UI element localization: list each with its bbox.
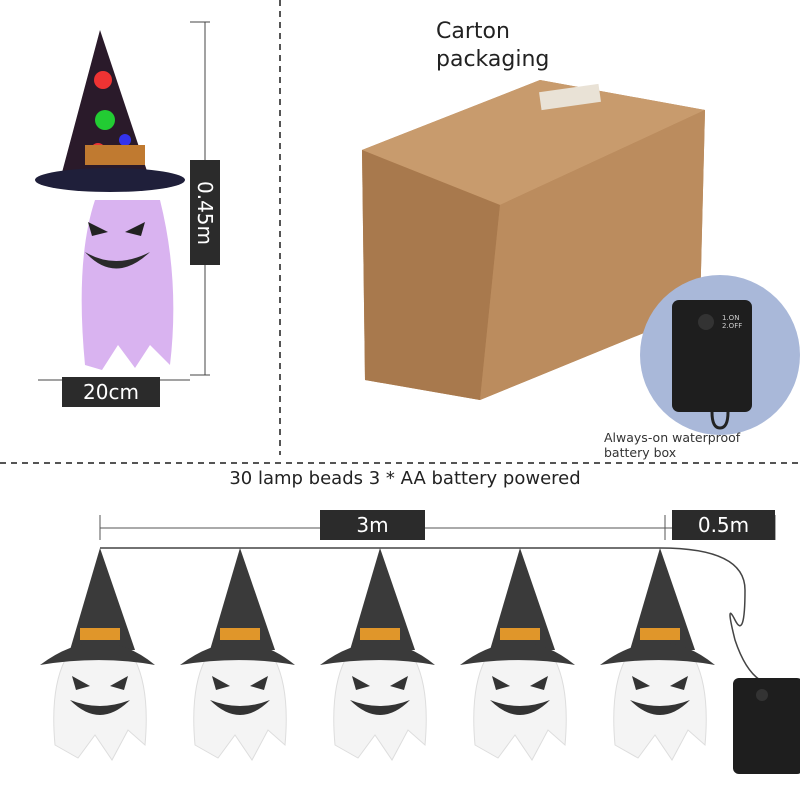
- lit-ghost-lamp: [35, 30, 185, 370]
- ghost-lamp: [600, 548, 715, 761]
- length-lead-label: 0.5m: [672, 510, 775, 540]
- battery-box-icon: [672, 300, 752, 430]
- switch-label-on: 1.ON: [722, 314, 739, 322]
- battery-caption: Always-on waterproof battery box: [604, 430, 741, 460]
- length-main-label: 3m: [320, 510, 425, 540]
- switch-label-off: 2.OFF: [722, 322, 742, 330]
- width-label: 20cm: [62, 377, 160, 407]
- ghost-lamp: [40, 548, 155, 761]
- carton-title: Carton packaging: [436, 19, 550, 72]
- height-label: 0.45m: [190, 160, 220, 265]
- ghost-lamp: [180, 548, 295, 761]
- ghost-lamp: [460, 548, 575, 761]
- bottom-battery-box-icon: [733, 678, 800, 774]
- beads-heading: 30 lamp beads 3 * AA battery powered: [229, 468, 581, 489]
- string-wire: [100, 547, 761, 681]
- ghost-lamp: [320, 548, 435, 761]
